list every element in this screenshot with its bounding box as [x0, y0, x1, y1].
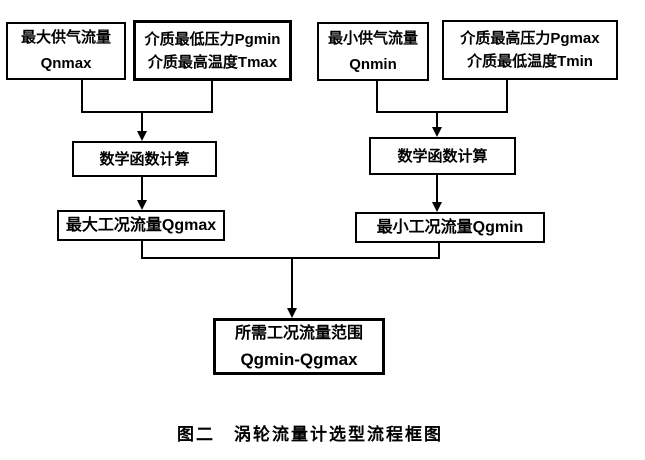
flow-box-line: 介质最低温度Tmin: [467, 53, 593, 70]
connector-line: [438, 242, 440, 258]
flow-box-required-flow-range: 所需工况流量范围 Qgmin-Qgmax: [213, 318, 385, 375]
flow-box-min-supply-flow: 最小供气流量 Qnmin: [317, 22, 429, 81]
flow-box-line: 数学函数计算: [99, 150, 190, 168]
connector-line: [376, 80, 378, 112]
flow-box-line: 介质最高温度Tmax: [147, 53, 278, 71]
connector-line: [211, 79, 213, 112]
connector-line: [141, 257, 440, 259]
connector-line: [376, 111, 508, 113]
arrowhead-down-icon: [137, 200, 147, 210]
flow-box-line: 所需工况流量范围: [234, 324, 363, 342]
flow-box-line: 介质最低压力Pgmin: [144, 30, 281, 48]
flow-box-math-calc-right: 数学函数计算: [369, 137, 516, 175]
arrowhead-down-icon: [432, 202, 442, 212]
flow-box-line: 最小工况流量Qgmin: [376, 219, 524, 236]
flow-box-max-pressure-min-temp: 介质最高压力Pgmax 介质最低温度Tmin: [442, 20, 618, 80]
flow-box-line: 最小供气流量: [327, 29, 418, 47]
figure-caption: 图二 涡轮流量计选型流程框图: [177, 425, 443, 444]
flow-box-min-pressure-max-temp: 介质最低压力Pgmin 介质最高温度Tmax: [133, 20, 292, 81]
connector-line: [141, 113, 143, 133]
flow-box-line: 最大工况流量Qgmax: [65, 217, 217, 234]
connector-line: [141, 176, 143, 201]
connector-line: [81, 79, 83, 112]
connector-line: [141, 240, 143, 258]
connector-line: [291, 259, 293, 309]
connector-line: [436, 174, 438, 203]
flow-box-math-calc-left: 数学函数计算: [72, 141, 217, 177]
arrowhead-down-icon: [432, 127, 442, 137]
flow-box-line: Qgmin-Qgmax: [240, 349, 358, 369]
flow-box-line: 最大供气流量: [20, 29, 111, 46]
flow-box-max-supply-flow: 最大供气流量 Qnmax: [6, 22, 126, 80]
flow-box-max-working-flow: 最大工况流量Qgmax: [57, 210, 225, 241]
connector-line: [436, 113, 438, 129]
connector-line: [506, 79, 508, 112]
connector-line: [81, 111, 213, 113]
flow-box-line: 数学函数计算: [397, 147, 488, 165]
flow-box-line: 介质最高压力Pgmax: [460, 30, 600, 47]
arrowhead-down-icon: [287, 308, 297, 318]
flow-box-line: Qnmin: [349, 55, 397, 73]
flow-box-min-working-flow: 最小工况流量Qgmin: [355, 212, 545, 243]
arrowhead-down-icon: [137, 131, 147, 141]
flow-box-line: Qnmax: [40, 55, 92, 72]
